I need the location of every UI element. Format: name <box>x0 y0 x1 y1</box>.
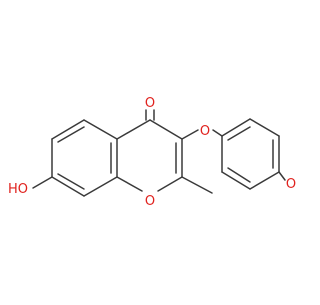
bond <box>249 118 280 137</box>
methyl-bond <box>181 176 213 194</box>
bond-to-ether-oxygen <box>212 129 223 137</box>
bond <box>221 171 251 190</box>
bond-to-hydroxyl <box>32 176 53 189</box>
bond <box>83 119 118 140</box>
bond-inner <box>57 173 85 190</box>
bond <box>83 176 118 197</box>
bond <box>51 119 85 140</box>
bond-to-methoxy-oxygen <box>278 171 286 181</box>
ether-oxygen-label: O <box>200 124 210 139</box>
carbonyl-oxygen-label: O <box>145 96 155 111</box>
hydroxyl-label: HO <box>8 182 28 197</box>
bond <box>149 119 183 140</box>
bond-to-ring-oxygen <box>157 176 183 192</box>
molecule-structure: HO O O O O <box>8 96 296 209</box>
molecule-canvas: HO O O O O <box>8 96 296 209</box>
bond-to-ring-oxygen <box>116 176 143 192</box>
bond-to-ether-oxygen <box>181 129 199 140</box>
bond <box>221 118 251 137</box>
bond-inner <box>227 167 251 183</box>
bond-inner <box>227 126 251 141</box>
bond-inner <box>57 126 85 143</box>
bond <box>116 119 151 140</box>
bond <box>51 176 85 197</box>
ring-oxygen-label: O <box>145 194 155 209</box>
bond <box>249 171 280 190</box>
methoxy-oxygen-label: O <box>286 177 296 192</box>
